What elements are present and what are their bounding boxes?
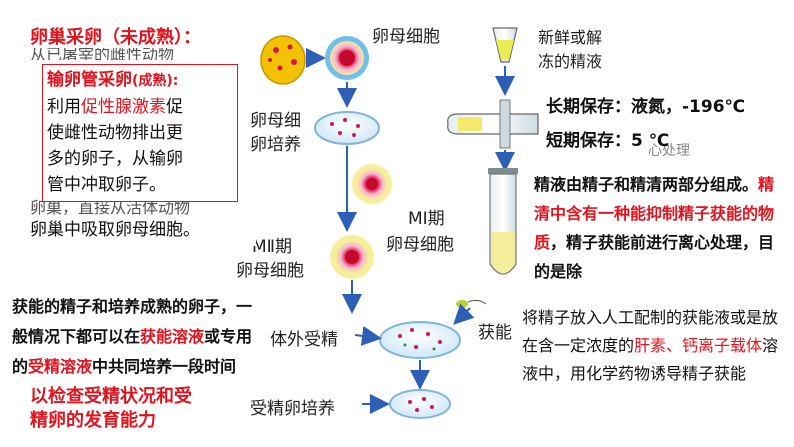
mi-label-1: MⅠ期 <box>408 209 445 229</box>
capacitation-note: 将精子放入人工配制的获能液或是放在含一定浓度的肝素、钙离子载体溶液中，用化学药物… <box>522 304 784 388</box>
storage-long: 长期保存：液氮，-196℃ <box>546 97 746 117</box>
petri-dish-icon <box>314 111 380 145</box>
capacitation-partial: 获能 <box>478 323 512 343</box>
ovary-hidden-line-3: 卵巢中吸取卵母细胞。 <box>30 220 200 240</box>
sperm-note-seg4: 受精溶液 <box>28 357 93 376</box>
mii-oocyte-icon <box>330 235 374 279</box>
ovary-hidden-line-2: 卵巢，直接从活体动物 <box>30 198 191 217</box>
semen-label-1: 新鲜或解 <box>538 28 603 47</box>
centrifuge-partial: 心处理 <box>648 143 690 159</box>
sperm-icon <box>456 299 487 308</box>
semen-note-seg2: 精清中含有一种能抑制精子获能的物质 <box>534 175 775 252</box>
straw-icon <box>447 99 539 149</box>
oocyte-label: 卵母细胞 <box>372 27 440 47</box>
ivf-label: 体外受精 <box>270 330 338 350</box>
ovary-box: 卵巢采卵（未成熟）： 从已屠宰的雌性动物 <box>30 28 258 62</box>
ovary-hidden-line: 从已屠宰的雌性动物 <box>30 48 175 60</box>
mi-label-2: 卵母细胞 <box>386 235 454 255</box>
semen-note-seg1: 精液由精子和精清两部分组成。 <box>534 175 759 194</box>
oviduct-line1-hl: 促性腺激素 <box>81 97 166 117</box>
sperm-note-seg2: 获能溶液 <box>140 327 205 346</box>
oocyte-culture-partial-2: 卵培养 <box>250 135 301 155</box>
mii-label-2: 卵母细胞 <box>236 261 304 281</box>
zygote-culture-label: 受精卵培养 <box>250 399 335 419</box>
oviduct-line3: 多的卵子，从输卵 <box>47 149 183 169</box>
ovary-title: 卵巢采卵（未成熟）： <box>30 27 201 48</box>
capacitation-note-seg2: 肝素、钙离子载体 <box>634 336 763 355</box>
ivf-dish-icon <box>379 321 461 359</box>
oviduct-line1-post: 促 <box>166 97 183 117</box>
centrifuge-tube-icon <box>488 168 518 275</box>
semen-note: 精液由精子和精清两部分组成。精清中含有一种能抑制精子获能的物质，精子获能前进行离… <box>534 170 782 286</box>
oviduct-box: 输卵管采卵(成熟): 利用促性腺激素促 使雌性动物排出更 多的卵子，从输卵 管中… <box>42 64 238 202</box>
semen-note-seg3: ，精子获能前进行离心处理，目的是除 <box>534 233 775 281</box>
ovary-icon <box>260 35 306 85</box>
oocyte-cell-icon <box>325 36 369 80</box>
semen-vial-icon <box>492 27 518 63</box>
sperm-note-seg3: 或专用的 <box>12 327 253 376</box>
capacitation-note-seg3: 溶液中，用化学药物诱导精子获能 <box>522 336 779 383</box>
oviduct-title: 输卵管采卵 <box>47 70 132 90</box>
ovary-box-tail: 卵巢，直接从活体动物 卵巢中吸取卵母细胞。 <box>30 198 256 246</box>
mi-oocyte-icon <box>352 164 392 204</box>
oviduct-title-suffix: (成熟): <box>132 73 179 89</box>
semen-label-2: 冻的精液 <box>538 52 603 71</box>
oviduct-line2: 使雌性动物排出更 <box>47 123 183 143</box>
zygote-dish-icon <box>389 389 451 419</box>
overlay-red-1: 以检查受精状况和受 <box>30 386 192 407</box>
oviduct-line1-pre: 利用 <box>47 97 81 117</box>
sperm-note-seg5: 中 <box>92 357 109 376</box>
mii-label-1: MⅡ期 <box>252 237 293 257</box>
sperm-note-seg1: 获能的精子和培养成熟的卵子，一般情况下都可以在 <box>12 297 253 346</box>
sperm-note-seg6: 共同培养一段时间 <box>108 357 237 376</box>
overlay-red-2: 精卵的发育能力 <box>30 410 156 431</box>
oviduct-line4: 管中冲取卵子。 <box>47 175 166 195</box>
sperm-note: 获能的精子和培养成熟的卵子，一般情况下都可以在获能溶液或专用的受精溶液中共同培养… <box>12 292 262 382</box>
storage-short: 短期保存：5 ℃ <box>546 131 670 151</box>
capacitation-note-seg1: 将精子放入人工配制的获能液或是放在含一定浓度的 <box>522 308 779 355</box>
oocyte-culture-partial-1: 卵母细 <box>250 111 301 131</box>
